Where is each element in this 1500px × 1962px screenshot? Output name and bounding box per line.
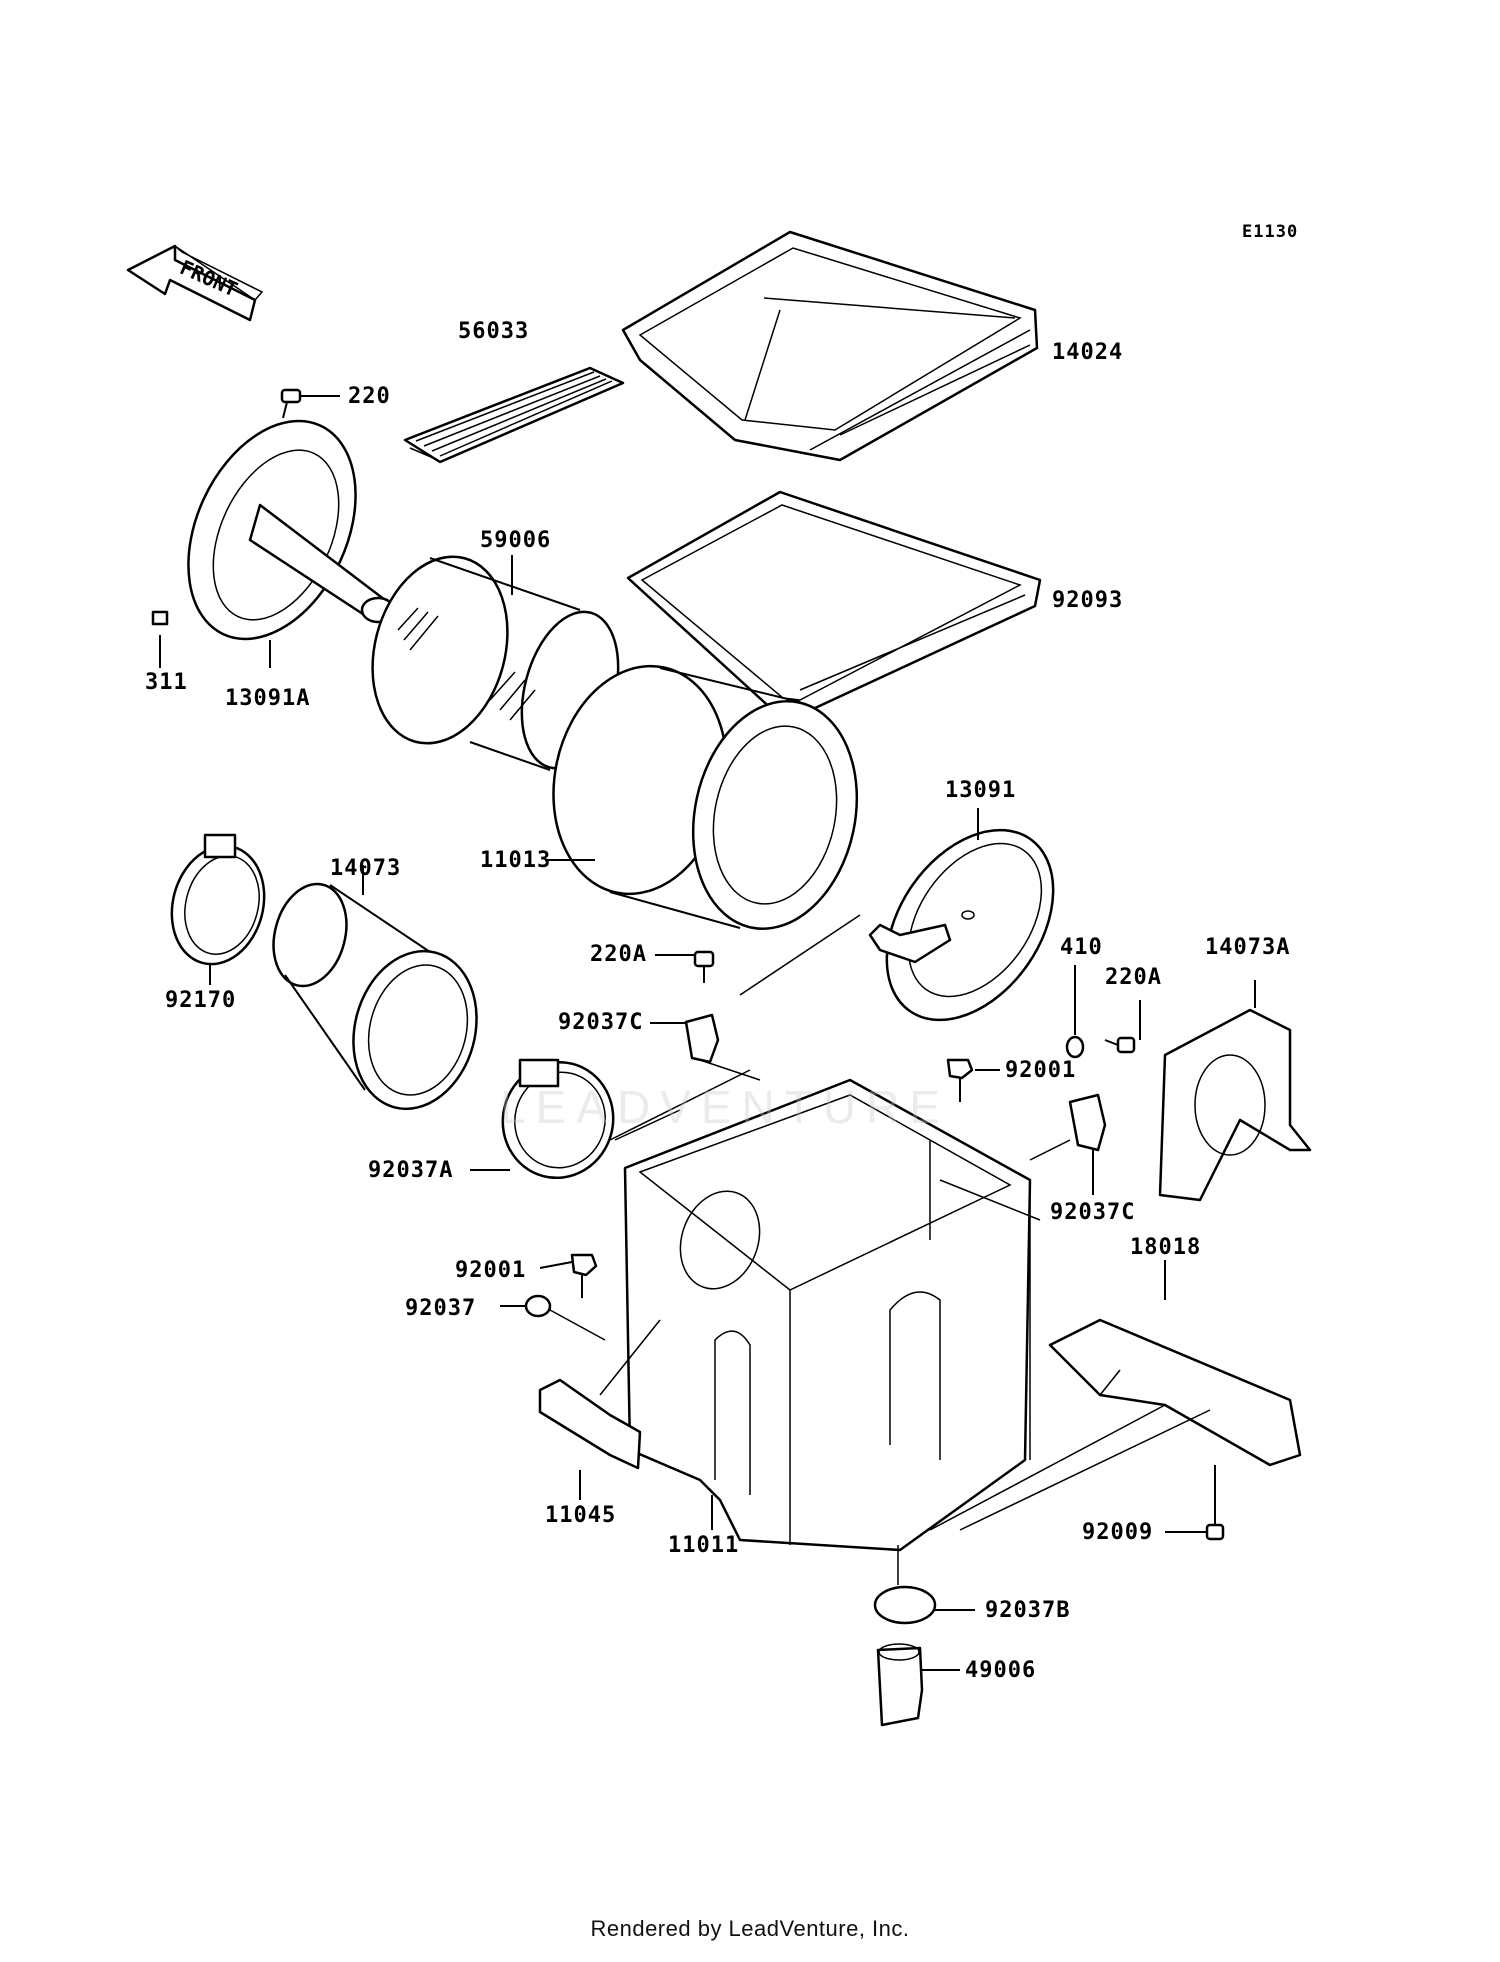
part-14073A-duct (1158, 980, 1312, 1202)
leader-box-top (614, 1109, 681, 1141)
part-label-14024[interactable]: 14024 (1052, 340, 1124, 365)
part-label-410[interactable]: 410 (1060, 935, 1103, 960)
part-220A-screw-right (1104, 1000, 1141, 1054)
part-label-92001-left[interactable]: 92001 (455, 1258, 527, 1283)
part-label-92037C-right[interactable]: 92037C (1050, 1200, 1136, 1225)
front-arrow-icon: FRONT (126, 244, 264, 322)
part-11045-bracket (538, 1319, 661, 1500)
part-92001-bolt-right (946, 1058, 1000, 1102)
part-label-56033[interactable]: 56033 (458, 319, 530, 344)
part-label-92037[interactable]: 92037 (405, 1296, 477, 1321)
part-11013-filter-element (545, 664, 859, 930)
part-11011-air-box (609, 1069, 1032, 1552)
part-label-92093[interactable]: 92093 (1052, 588, 1124, 613)
part-13091A-end-cap (187, 419, 396, 641)
part-13091-cap (868, 808, 1055, 1022)
part-92037-clamp (500, 1294, 606, 1341)
part-220A-screw-left (655, 950, 715, 983)
part-label-13091[interactable]: 13091 (945, 778, 1017, 803)
part-label-14073A[interactable]: 14073A (1205, 935, 1291, 960)
part-311-clip (151, 610, 169, 626)
part-label-220[interactable]: 220 (348, 384, 391, 409)
part-label-14073[interactable]: 14073 (330, 856, 402, 881)
part-label-92009[interactable]: 92009 (1082, 1520, 1154, 1545)
part-label-18018[interactable]: 18018 (1130, 1235, 1202, 1260)
leader-box-shield (959, 1409, 1211, 1531)
part-14024-cover (621, 230, 1039, 462)
part-14073-boot (272, 865, 478, 1111)
diagram-code: E1130 (1242, 222, 1299, 242)
part-label-92037A[interactable]: 92037A (368, 1158, 454, 1183)
part-label-220A-left[interactable]: 220A (590, 942, 647, 967)
part-label-13091A[interactable]: 13091A (225, 686, 311, 711)
part-49006-drain-hose (876, 1643, 960, 1727)
part-label-59006[interactable]: 59006 (480, 528, 552, 553)
part-label-92001-right[interactable]: 92001 (1005, 1058, 1077, 1083)
leader-cap-box (739, 914, 861, 996)
part-220-screw (280, 388, 340, 419)
part-18018-shield (929, 1260, 1302, 1531)
part-92001-bolt-left (539, 1253, 598, 1298)
footer-credit: Rendered by LeadVenture, Inc. (590, 1916, 910, 1941)
part-label-92037C-left[interactable]: 92037C (558, 1010, 644, 1035)
part-92037B-clamp (873, 1545, 975, 1625)
part-92037A-clamp (470, 1058, 615, 1180)
part-label-92037B[interactable]: 92037B (985, 1598, 1071, 1623)
part-92037C-clip-left (650, 1013, 761, 1081)
part-92009-screw (1165, 1465, 1225, 1541)
part-label-92170[interactable]: 92170 (165, 988, 237, 1013)
part-410-nut (1065, 1035, 1085, 1059)
part-label-11013[interactable]: 11013 (480, 848, 552, 873)
part-label-49006[interactable]: 49006 (965, 1658, 1037, 1683)
part-label-311[interactable]: 311 (145, 670, 188, 695)
watermark: LEADVENTURE (500, 1081, 950, 1133)
part-label-11045[interactable]: 11045 (545, 1503, 617, 1528)
part-label-11011[interactable]: 11011 (668, 1533, 740, 1558)
part-56033-screen (403, 366, 625, 464)
part-92170-clamp (170, 833, 266, 985)
leader-box-right (939, 1179, 1041, 1221)
part-label-220A-right[interactable]: 220A (1105, 965, 1162, 990)
part-92037C-clip-right (1029, 1093, 1107, 1195)
